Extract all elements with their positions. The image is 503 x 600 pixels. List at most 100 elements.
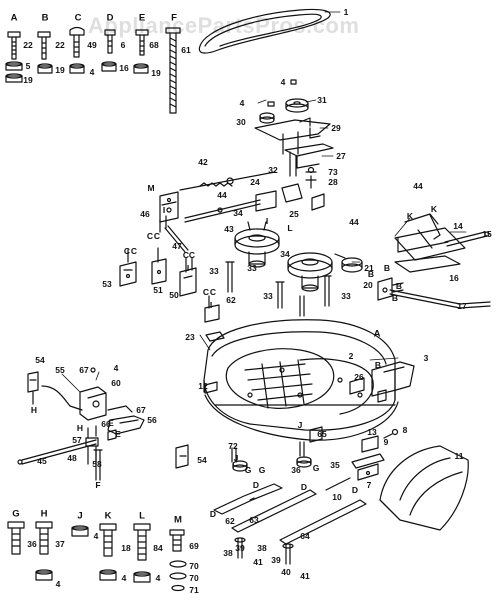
- part-label: 22: [55, 39, 65, 50]
- bolt-31-small: [267, 79, 297, 107]
- blade-right: [279, 499, 367, 545]
- label-letter-k: K: [406, 210, 414, 221]
- idler-bracket-29: [254, 117, 331, 155]
- label-letter-k: K: [104, 510, 112, 522]
- label-letter-g: G: [312, 462, 320, 473]
- part-label: 70: [189, 560, 199, 571]
- label-letter-f: F: [171, 12, 177, 24]
- plate-16: [394, 255, 461, 273]
- part-label: 49: [87, 39, 97, 50]
- part-label: 17: [457, 300, 467, 311]
- bracket-50: [179, 257, 197, 297]
- part-label: 42: [198, 156, 208, 167]
- label-letter-g: G: [12, 508, 20, 520]
- bolt-m: [169, 529, 187, 592]
- bracket-54-right: [175, 444, 189, 469]
- rod-45: [17, 439, 97, 465]
- part-label: 4: [155, 572, 161, 583]
- part-label: 55: [55, 364, 65, 375]
- part-label: 27: [336, 150, 346, 161]
- part-label: 41: [253, 556, 263, 567]
- part-label: 23: [185, 331, 195, 342]
- part-label: 61: [181, 44, 191, 55]
- spindle-housing-right: [296, 441, 312, 468]
- part-label: 36: [27, 538, 37, 549]
- label-letter-c: C: [202, 286, 210, 297]
- part-label: 44: [217, 189, 227, 200]
- label-letter-d: D: [351, 484, 359, 495]
- part-label: 35: [330, 459, 340, 470]
- label-letter-b: B: [367, 268, 375, 279]
- label-letter-d: D: [106, 12, 114, 24]
- part-label: 15: [482, 228, 492, 239]
- label-letter-d: D: [209, 508, 217, 519]
- bolt-l: [133, 523, 151, 583]
- part-label: 43: [224, 223, 234, 234]
- part-label: 38: [257, 542, 267, 553]
- part-label: 66: [101, 418, 111, 429]
- label-letter-k: K: [430, 203, 438, 214]
- part-label: 13: [367, 426, 377, 437]
- part-label: 9: [383, 436, 389, 447]
- chute-bracket-7: [351, 453, 385, 481]
- label-letter-c: C: [182, 249, 190, 260]
- label-letter-a: A: [373, 328, 381, 340]
- part-label: 33: [209, 265, 219, 276]
- label-letter-f: F: [95, 479, 101, 490]
- part-label: 51: [153, 284, 163, 295]
- link-43: [184, 199, 261, 223]
- label-letter-j: J: [233, 452, 239, 463]
- bracket-51: [151, 247, 167, 285]
- part-label: 44: [349, 216, 359, 227]
- label-letter-l: L: [287, 222, 293, 233]
- rear-bracket-65: [309, 426, 323, 443]
- part-label: 5: [25, 60, 31, 71]
- label-letter-c: C: [130, 245, 138, 256]
- label-letter-c: C: [74, 12, 82, 24]
- part-label: 58: [92, 458, 102, 469]
- pivot-arm-14: [394, 213, 466, 261]
- part-label: 20: [363, 279, 373, 290]
- part-label: 26: [354, 371, 364, 382]
- part-label: 16: [449, 272, 459, 283]
- part-label: 14: [453, 220, 463, 231]
- part-label: 44: [413, 180, 423, 191]
- part-label: 4: [121, 572, 127, 583]
- part-label: 31: [317, 94, 327, 105]
- bolt-f-long: [165, 27, 181, 114]
- blade-bolts-38-41: [234, 537, 294, 565]
- spindle-bolts-33: [225, 261, 332, 317]
- part-label: 16: [119, 62, 129, 73]
- part-label: 4: [280, 76, 286, 87]
- label-letter-i: I: [186, 262, 190, 273]
- arm-56: [107, 415, 145, 435]
- bolt-8: [383, 428, 399, 439]
- part-label: 4: [55, 578, 61, 589]
- part-label: 3: [423, 352, 429, 363]
- part-label: 4: [89, 66, 95, 77]
- part-label: 62: [225, 515, 235, 526]
- label-letter-h: H: [40, 508, 48, 520]
- part-label: 54: [35, 354, 45, 365]
- bracket-62: [204, 295, 220, 323]
- drive-belt: [198, 8, 331, 54]
- rod-15: [444, 231, 490, 247]
- part-label: 46: [140, 208, 150, 219]
- part-label: 48: [67, 452, 77, 463]
- part-label: 72: [228, 440, 238, 451]
- part-label: 10: [332, 491, 342, 502]
- label-letter-e: E: [108, 417, 114, 428]
- bolt-e: [135, 29, 149, 56]
- part-label: 57: [72, 434, 82, 445]
- part-label: 41: [300, 570, 310, 581]
- part-label: 50: [169, 289, 179, 300]
- label-letter-i: I: [162, 204, 166, 215]
- watermark: AppliancePartsPros.com: [88, 13, 360, 38]
- bolt-h: [35, 521, 53, 581]
- idler-arm-27: [284, 143, 334, 177]
- part-label: 4: [239, 97, 245, 108]
- part-label: 70: [189, 572, 199, 583]
- part-label: 64: [300, 530, 310, 541]
- deck-pad-12: [204, 381, 218, 394]
